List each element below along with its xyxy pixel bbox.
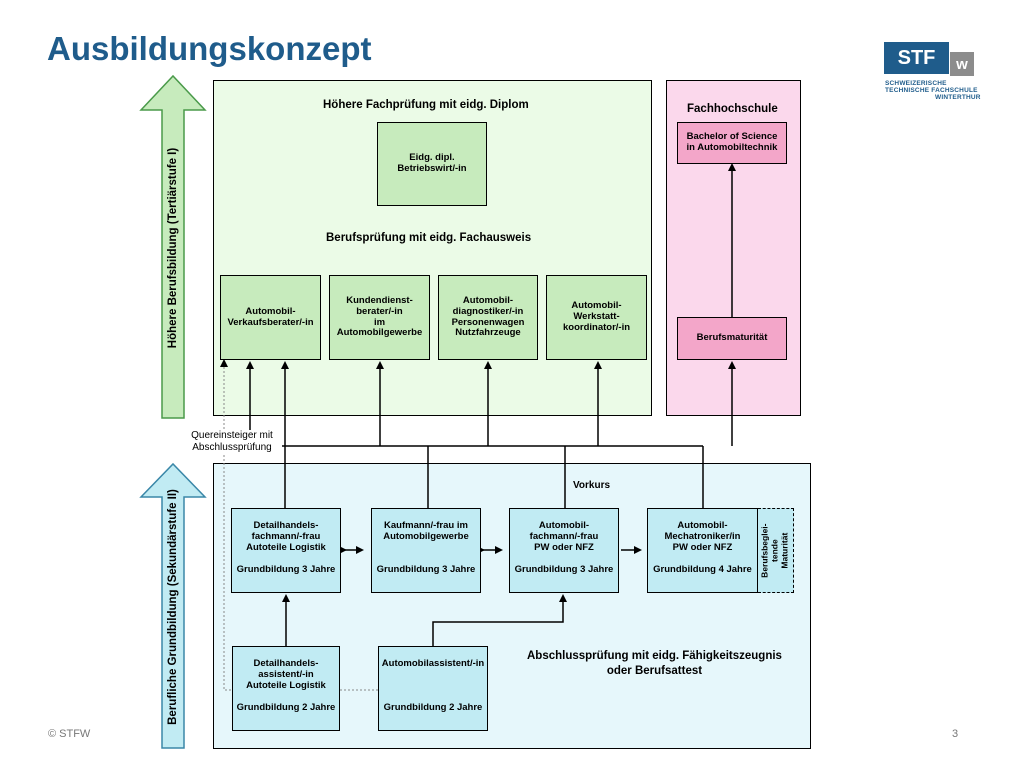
page-title: Ausbildungskonzept xyxy=(47,30,372,67)
box-detailhandelsfachmann: Detailhandels- fachmann/-frau Autoteile … xyxy=(231,508,341,593)
heading-abschlusspruefung: Abschlussprüfung mit eidg. Fähigkeitszeu… xyxy=(527,650,782,677)
heading-hoehere-fachpruefung: Höhere Fachprüfung mit eidg. Diplom xyxy=(323,99,529,111)
heading-vorkurs: Vorkurs xyxy=(573,480,611,491)
box-berufsmaturitaet: Berufsmaturität xyxy=(677,317,787,360)
secondary-arrow xyxy=(139,462,207,749)
tertiary-arrow xyxy=(139,74,207,419)
quereinsteiger-label: Quereinsteiger mit Abschlussprüfung xyxy=(182,430,282,454)
logo-w-block: w xyxy=(950,52,974,76)
footer-page-number: 3 xyxy=(952,728,959,740)
logo-line-3: WINTERTHUR xyxy=(935,94,981,101)
box-kaufmann: Kaufmann/-frau im Automobilgewerbe Grund… xyxy=(371,508,481,593)
box-diagnostiker: Automobil- diagnostiker/-in Personenwage… xyxy=(438,275,538,360)
footer-copyright: © STFW xyxy=(48,728,91,740)
box-kundendienstberater: Kundendienst- berater/-in im Automobilge… xyxy=(329,275,430,360)
heading-fachhochschule: Fachhochschule xyxy=(687,103,778,115)
box-mechatroniker: Automobil- Mechatroniker/in PW oder NFZ … xyxy=(647,508,758,593)
box-bachelor: Bachelor of Science in Automobiltechnik xyxy=(677,122,787,164)
heading-berufspruefung: Berufsprüfung mit eidg. Fachausweis xyxy=(326,232,532,244)
berufsbegleitende-maturitaet-label: Berufsbeglei- tende Maturität xyxy=(759,523,790,578)
box-automobilassistent: Automobilassistent/-in Grundbildung 2 Ja… xyxy=(378,646,488,731)
logo-stf-block: STF xyxy=(884,42,949,74)
box-betriebswirt: Eidg. dipl. Betriebswirt/-in xyxy=(377,122,487,206)
box-werkstattkoordinator: Automobil- Werkstatt- koordinator/-in xyxy=(546,275,647,360)
box-berufsbegleitende-maturitaet: Berufsbeglei- tende Maturität xyxy=(758,508,794,593)
box-automobilfachmann: Automobil- fachmann/-frau PW oder NFZ Gr… xyxy=(509,508,619,593)
logo-line-1: SCHWEIZERISCHE xyxy=(885,80,947,87)
box-verkaufsberater: Automobil- Verkaufsberater/-in xyxy=(220,275,321,360)
logo-line-2: TECHNISCHE FACHSCHULE xyxy=(885,87,978,94)
box-detailhandelsassistent: Detailhandels- assistent/-in Autoteile L… xyxy=(232,646,340,731)
